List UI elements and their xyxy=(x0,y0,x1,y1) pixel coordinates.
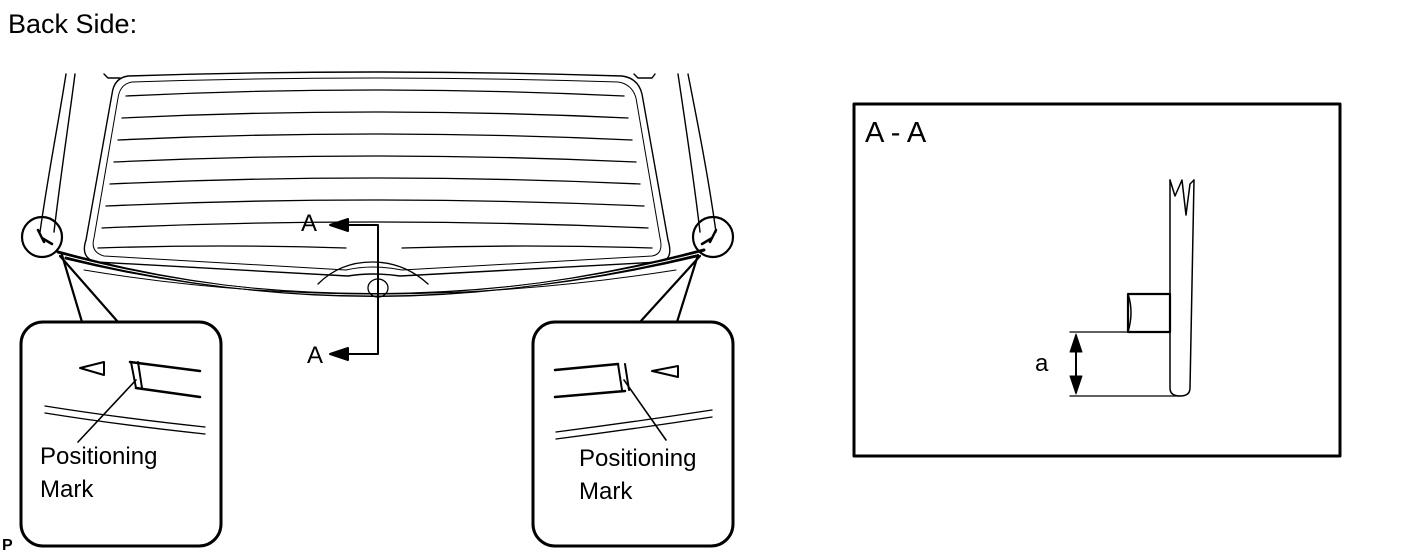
diagram-heading: Back Side: xyxy=(8,9,138,39)
dimension-label: a xyxy=(1035,350,1049,377)
detail-circle-left xyxy=(20,215,64,259)
callout-box-left xyxy=(19,253,223,548)
body-frame xyxy=(39,73,717,233)
section-cut-line xyxy=(329,218,379,361)
positioning-mark-right-line1: Positioning xyxy=(579,445,697,472)
positioning-mark-label-right: Positioning Mark xyxy=(579,442,696,508)
figure-code: P xyxy=(2,537,13,554)
defroster-lines xyxy=(97,89,653,249)
section-view xyxy=(852,102,1342,458)
section-marker-top: A xyxy=(301,210,318,237)
detail-circle-right xyxy=(691,215,735,259)
lower-molding xyxy=(56,248,706,297)
rear-window-glass xyxy=(83,71,671,277)
callout-box-right xyxy=(531,253,735,548)
positioning-mark-label-left: Positioning Mark xyxy=(40,440,157,506)
positioning-mark-right-line2: Mark xyxy=(579,478,633,505)
positioning-mark-left-line2: Mark xyxy=(40,476,94,503)
section-marker-bottom: A xyxy=(307,342,324,369)
positioning-mark-left-line1: Positioning xyxy=(40,443,158,470)
section-view-title: A - A xyxy=(865,117,927,149)
